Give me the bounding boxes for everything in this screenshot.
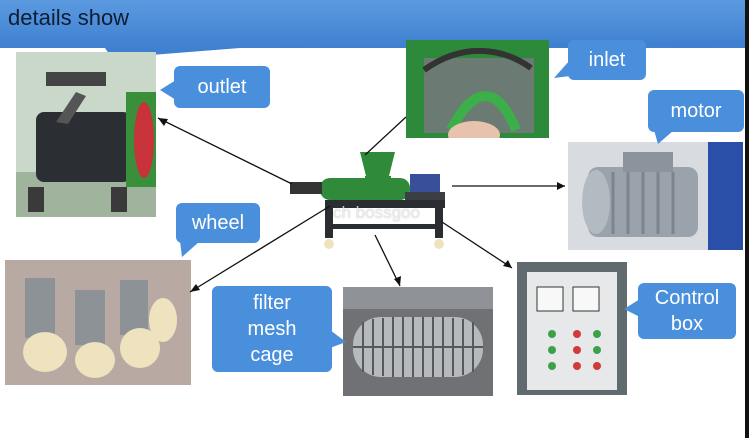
page-title: details show [8, 5, 130, 30]
callout-motor-label: motor [670, 100, 722, 122]
wheel-photo [5, 260, 191, 385]
callout-control-box: Control box [624, 283, 736, 339]
callout-inlet-label: inlet [588, 49, 626, 71]
inlet-photo [406, 40, 549, 138]
callout-filter-mesh-cage-label: filter mesh cage [247, 292, 297, 366]
outlet-photo [16, 52, 156, 217]
right-edge-bar [745, 0, 749, 438]
callout-outlet-label: outlet [197, 76, 247, 98]
header-swoosh [0, 40, 749, 58]
callout-control-box-label: Control box [654, 287, 720, 335]
callout-wheel-label: wheel [191, 212, 245, 234]
callout-filter-mesh-cage: filter mesh cage [212, 286, 346, 372]
callout-inlet: inlet [554, 40, 646, 80]
control-box-photo [517, 262, 627, 395]
motor-photo [568, 142, 743, 250]
dewatering-machine-photo [285, 148, 455, 258]
callout-wheel: wheel [176, 203, 260, 257]
filter-mesh-cage-photo [343, 287, 493, 396]
callout-motor: motor [648, 90, 744, 144]
callout-outlet: outlet [160, 66, 270, 108]
watermark: ch bossgoo [333, 203, 420, 222]
